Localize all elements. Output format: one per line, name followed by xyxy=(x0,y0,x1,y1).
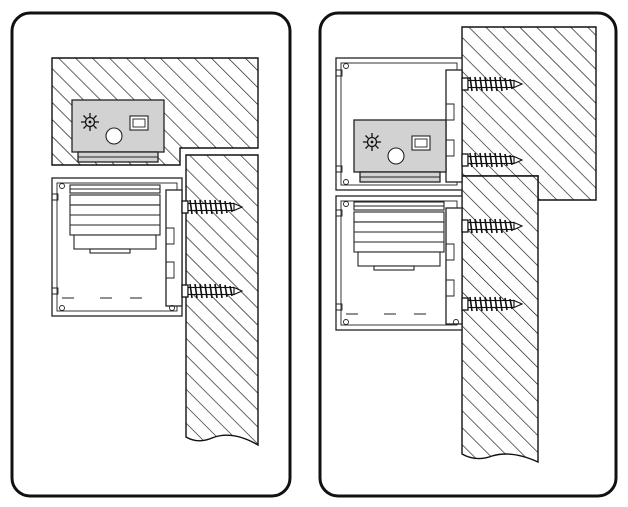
right-lower-wall-hatch xyxy=(461,175,539,464)
right-upper-wall-hatch xyxy=(461,26,597,201)
left-control-unit xyxy=(72,100,164,162)
right-control-unit xyxy=(354,120,446,182)
right-light-module xyxy=(353,201,445,271)
left-wall-hatch xyxy=(185,154,259,447)
left-light-module xyxy=(69,184,161,254)
